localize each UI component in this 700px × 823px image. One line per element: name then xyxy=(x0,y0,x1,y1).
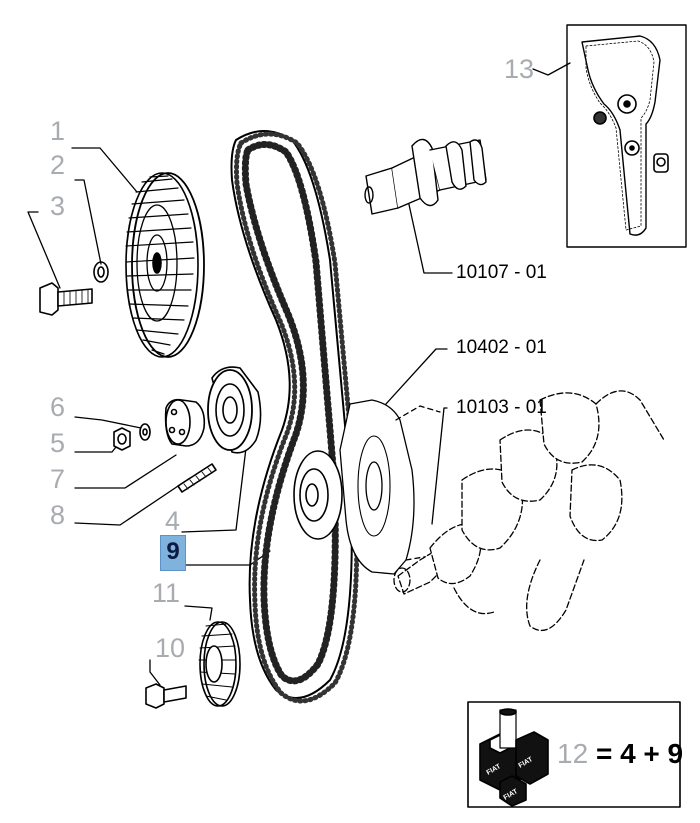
part-label-3[interactable]: 3 xyxy=(50,191,66,221)
part-label-6[interactable]: 6 xyxy=(50,392,66,422)
pump-pulley xyxy=(293,450,343,540)
engine-block xyxy=(339,399,445,575)
tensioner-bearing xyxy=(207,366,262,454)
kit-box xyxy=(467,701,681,808)
part-label-5[interactable]: 5 xyxy=(50,428,66,458)
tensioner-washer xyxy=(139,423,151,441)
part-label-7[interactable]: 7 xyxy=(50,464,66,494)
part-label-12[interactable]: 12 xyxy=(557,738,589,769)
part-label-2[interactable]: 2 xyxy=(50,150,66,180)
crankshaft-sprocket xyxy=(198,621,241,707)
camshaft xyxy=(364,138,487,215)
tensioner-plate xyxy=(164,398,206,447)
camshaft-sprocket xyxy=(125,172,205,358)
part-label-9-selected[interactable]: 9 xyxy=(160,535,186,571)
crankshaft xyxy=(393,390,665,631)
washer xyxy=(93,261,109,283)
leader-lines xyxy=(27,62,571,686)
kit-formula: 12 = 4 + 9 xyxy=(557,739,683,769)
kit-formula-text: = 4 + 9 xyxy=(595,738,684,769)
ref-crankshaft[interactable]: 10103 - 01 xyxy=(456,397,547,418)
part-label-13[interactable]: 13 xyxy=(504,54,535,84)
part-label-4[interactable]: 4 xyxy=(165,506,181,536)
ref-engine-block[interactable]: 10402 - 01 xyxy=(456,337,547,358)
part-label-10[interactable]: 10 xyxy=(155,633,186,663)
stud xyxy=(177,463,217,493)
ref-camshaft[interactable]: 10107 - 01 xyxy=(456,262,547,283)
crankshaft-bolt xyxy=(145,683,187,709)
timing-belt xyxy=(230,130,360,704)
tensioner-nut xyxy=(113,427,131,451)
camshaft-bolt xyxy=(39,282,93,316)
part-label-11[interactable]: 11 xyxy=(152,578,181,608)
inset-belt-layout xyxy=(566,24,687,248)
part-label-1[interactable]: 1 xyxy=(50,116,66,146)
part-label-8[interactable]: 8 xyxy=(50,500,66,530)
